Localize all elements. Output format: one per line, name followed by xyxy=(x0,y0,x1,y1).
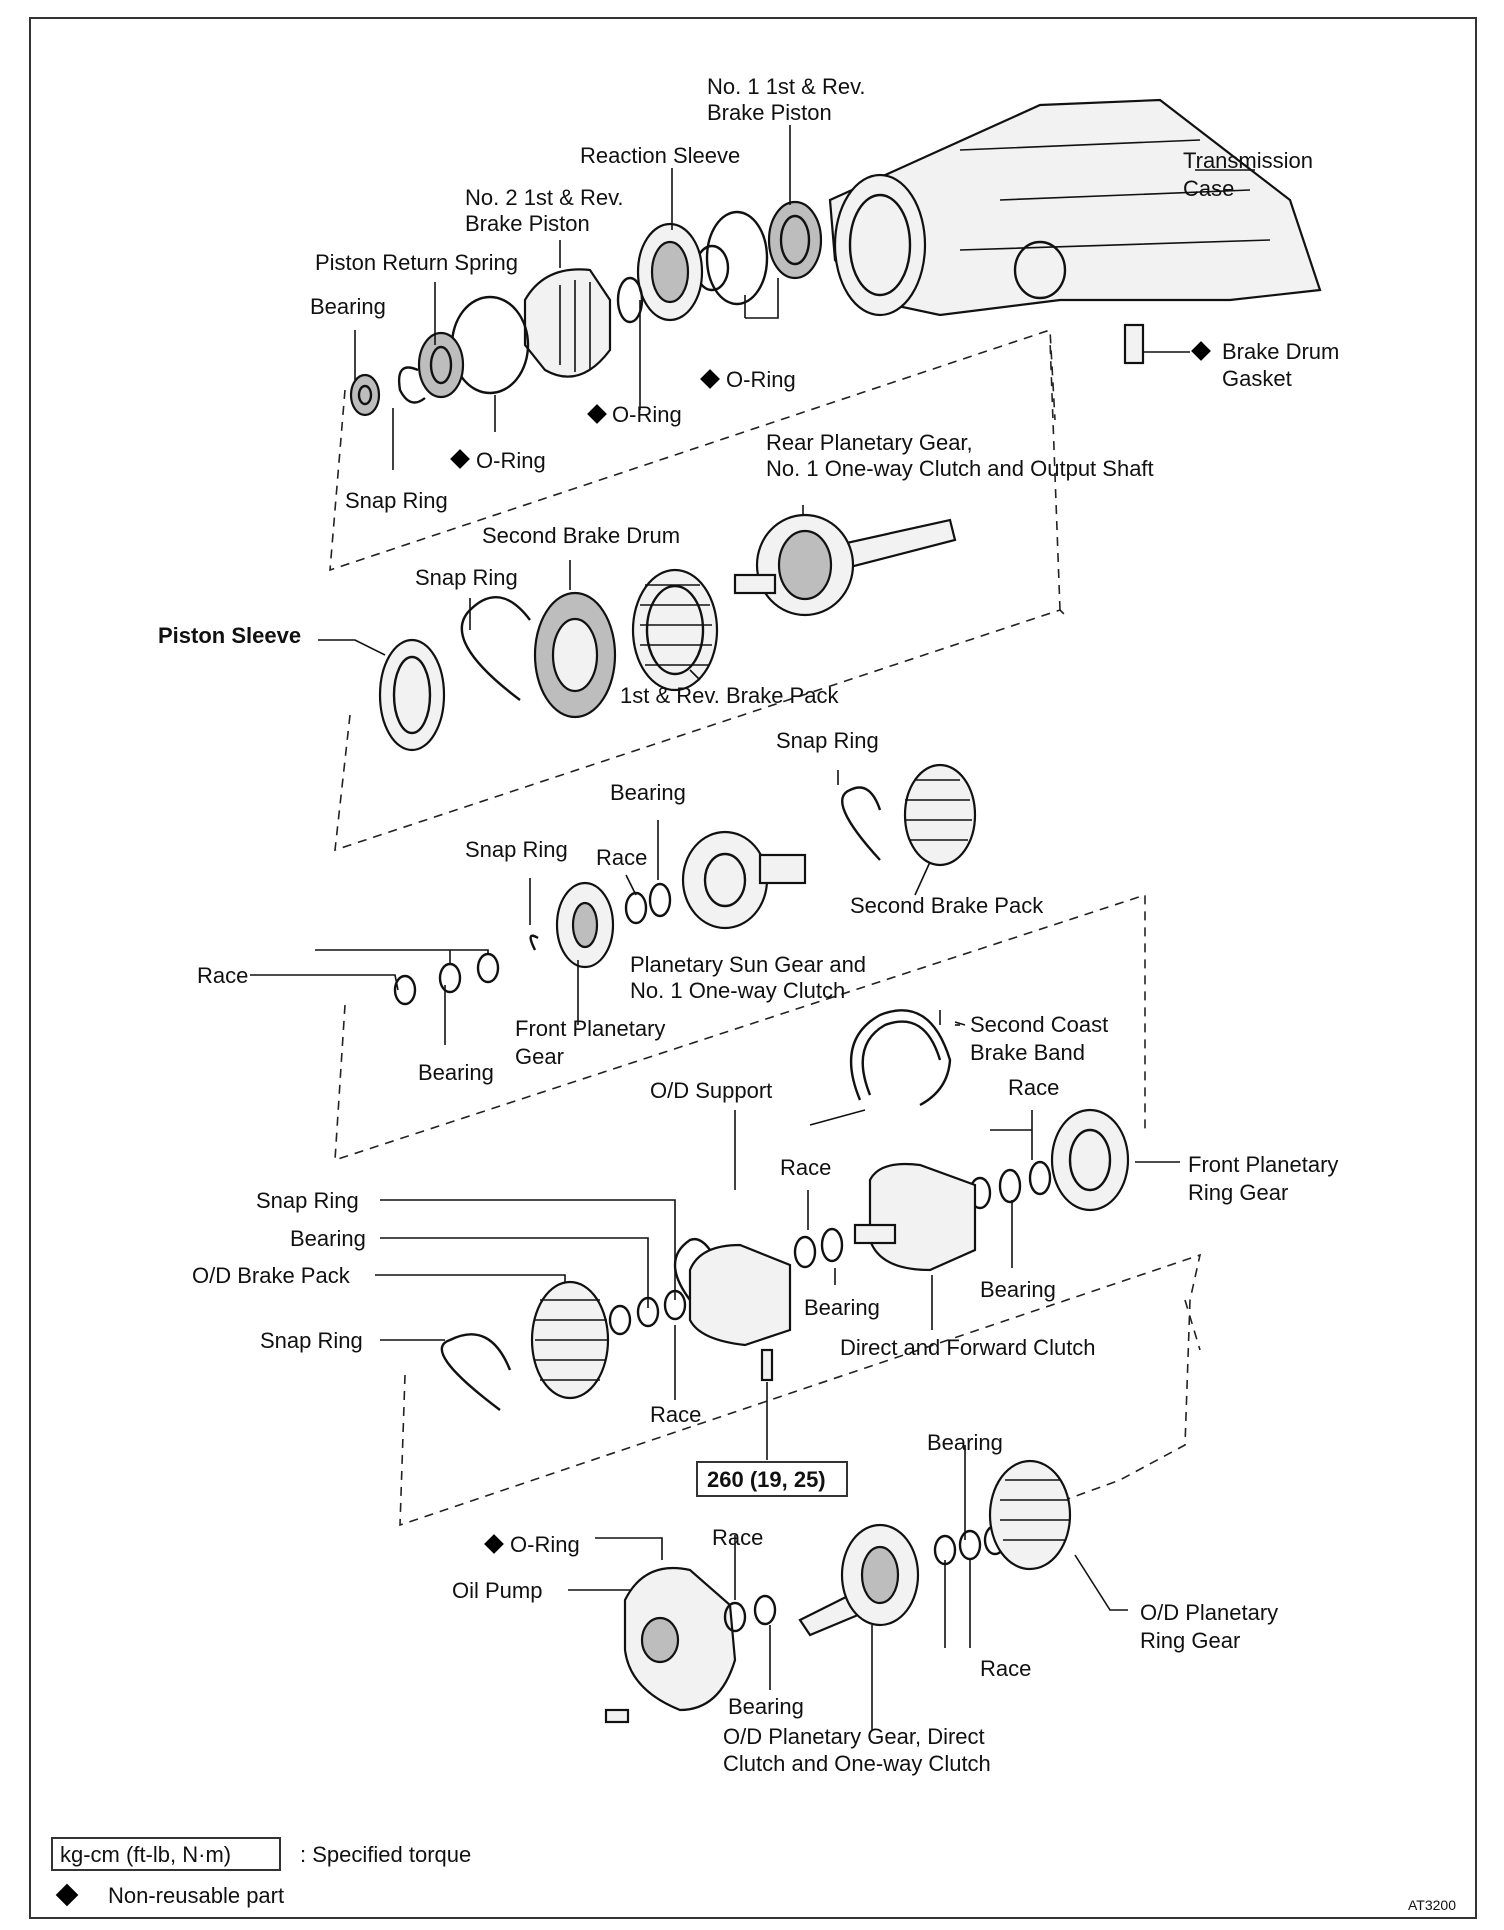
label-bearing-center: Bearing xyxy=(804,1295,880,1320)
label-oring-2: O-Ring xyxy=(612,402,682,427)
label-sun-gear-2: No. 1 One-way Clutch xyxy=(630,978,845,1003)
nonreusable-diamond-oring-4 xyxy=(484,1534,504,1554)
label-bearing-left: Bearing xyxy=(418,1060,494,1085)
label-oring-1: O-Ring xyxy=(726,367,796,392)
label-second-brake-pack: Second Brake Pack xyxy=(850,893,1044,918)
label-no2-brake-piston-1: No. 2 1st & Rev. xyxy=(465,185,624,210)
label-front-ring-gear-1: Front Planetary xyxy=(1188,1152,1338,1177)
label-rear-planetary-2: No. 1 One-way Clutch and Output Shaft xyxy=(766,456,1154,481)
piston-sleeve-snap-ring xyxy=(378,596,531,752)
label-snap-ring-4: Snap Ring xyxy=(465,837,568,862)
label-torque-value: 260 (19, 25) xyxy=(707,1467,826,1492)
label-brake-drum-gasket-1: Brake Drum xyxy=(1222,339,1339,364)
label-oil-pump: Oil Pump xyxy=(452,1578,542,1603)
label-race-mid: Race xyxy=(596,845,647,870)
rear-planetary-output-shaft xyxy=(733,513,957,617)
nonreusable-diamond-oring-1 xyxy=(700,369,720,389)
label-race-bottom-right: Race xyxy=(980,1656,1031,1681)
direct-forward-clutch-row xyxy=(440,1108,1130,1411)
label-second-coast-band-1: Second Coast xyxy=(970,1012,1108,1037)
label-snap-ring-5: Snap Ring xyxy=(256,1188,359,1213)
brake-pistons-row xyxy=(349,200,823,417)
label-race-bottom: Race xyxy=(712,1525,763,1550)
assembly-guide-lines xyxy=(329,267,1202,1527)
labels: No. 1 1st & Rev. Brake Piston Reaction S… xyxy=(158,74,1339,1776)
label-snap-ring-top: Snap Ring xyxy=(345,488,448,513)
torque-box xyxy=(696,1461,848,1497)
label-front-ring-gear-2: Ring Gear xyxy=(1188,1180,1288,1205)
nonreusable-diamond-oring-3 xyxy=(450,449,470,469)
label-race-right: Race xyxy=(1008,1075,1059,1100)
label-bearing-bottom: Bearing xyxy=(728,1694,804,1719)
label-second-brake-drum: Second Brake Drum xyxy=(482,523,680,548)
label-transmission-case-1: Transmission xyxy=(1183,148,1313,173)
label-race-center: Race xyxy=(780,1155,831,1180)
label-race-left: Race xyxy=(197,963,248,988)
label-od-support: O/D Support xyxy=(650,1078,772,1103)
label-brake-drum-gasket-2: Gasket xyxy=(1222,366,1292,391)
label-sun-gear-1: Planetary Sun Gear and xyxy=(630,952,866,977)
label-direct-forward-clutch: Direct and Forward Clutch xyxy=(840,1335,1096,1360)
legend-nonreusable-text: Non-reusable part xyxy=(108,1883,284,1908)
label-race-low: Race xyxy=(650,1402,701,1427)
label-piston-return-spring: Piston Return Spring xyxy=(315,250,518,275)
label-od-brake-pack: O/D Brake Pack xyxy=(192,1263,351,1288)
label-first-rev-brake-pack: 1st & Rev. Brake Pack xyxy=(620,683,839,708)
label-second-coast-band-2: Brake Band xyxy=(970,1040,1085,1065)
figure-id: AT3200 xyxy=(1408,1897,1456,1913)
label-bearing-bottom-right: Bearing xyxy=(927,1430,1003,1455)
oil-pump-row xyxy=(604,1459,1072,1724)
label-oring-4: O-Ring xyxy=(510,1532,580,1557)
label-rear-planetary-1: Rear Planetary Gear, xyxy=(766,430,973,455)
legend-torque-box-text: kg-cm (ft-lb, N·m) xyxy=(60,1842,231,1867)
diagram-frame xyxy=(29,17,1477,1919)
label-front-planetary-gear-1: Front Planetary xyxy=(515,1016,665,1041)
label-snap-ring-6: Snap Ring xyxy=(260,1328,363,1353)
label-od-planetary-gear-1: O/D Planetary Gear, Direct xyxy=(723,1724,985,1749)
label-od-planetary-gear-2: Clutch and One-way Clutch xyxy=(723,1751,991,1776)
label-no1-brake-piston-1: No. 1 1st & Rev. xyxy=(707,74,866,99)
label-bearing-mid: Bearing xyxy=(610,780,686,805)
label-front-planetary-gear-2: Gear xyxy=(515,1044,564,1069)
transmission-case xyxy=(828,98,1322,365)
second-coast-brake-band xyxy=(809,1009,952,1126)
label-reaction-sleeve: Reaction Sleeve xyxy=(580,143,740,168)
label-bearing-top: Bearing xyxy=(310,294,386,319)
label-oring-3: O-Ring xyxy=(476,448,546,473)
label-od-ring-gear-2: Ring Gear xyxy=(1140,1628,1240,1653)
legend-torque-box xyxy=(51,1837,281,1871)
label-od-ring-gear-1: O/D Planetary xyxy=(1140,1600,1278,1625)
label-snap-ring-3: Snap Ring xyxy=(776,728,879,753)
label-bearing-right: Bearing xyxy=(980,1277,1056,1302)
label-transmission-case-2: Case xyxy=(1183,176,1234,201)
nonreusable-diamond-gasket xyxy=(1191,341,1211,361)
label-snap-ring-2: Snap Ring xyxy=(415,565,518,590)
second-brake-drum-pack xyxy=(533,568,719,719)
legend-torque-text: : Specified torque xyxy=(300,1842,471,1867)
planetary-sun-gear-row xyxy=(393,763,977,1006)
legend: kg-cm (ft-lb, N·m) : Specified torque No… xyxy=(51,1837,1456,1913)
nonreusable-diamond-oring-2 xyxy=(587,404,607,424)
legend-nonreusable-diamond xyxy=(55,1883,79,1907)
leader-lines xyxy=(250,125,1255,1730)
label-no2-brake-piston-2: Brake Piston xyxy=(465,211,590,236)
label-piston-sleeve: Piston Sleeve xyxy=(158,623,301,648)
label-bearing-5: Bearing xyxy=(290,1226,366,1251)
parts xyxy=(349,98,1322,1724)
label-no1-brake-piston-2: Brake Piston xyxy=(707,100,832,125)
